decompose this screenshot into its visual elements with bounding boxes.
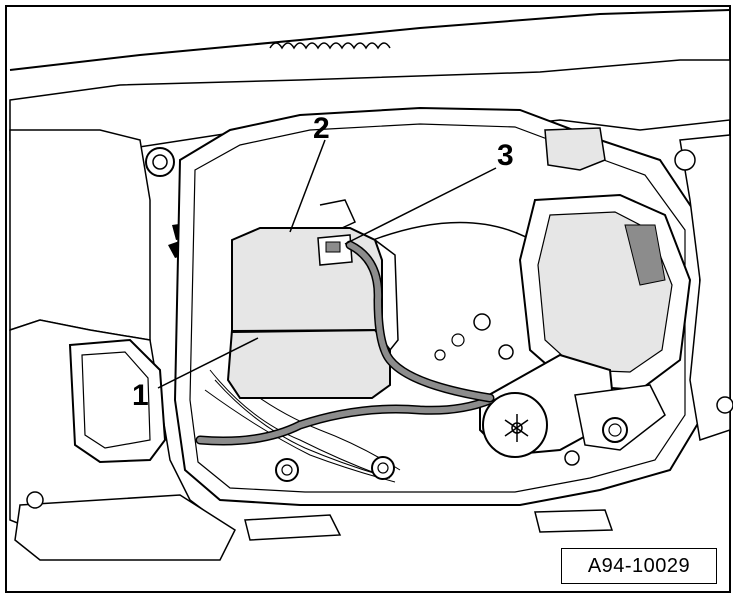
leader-line-3: [344, 167, 497, 245]
wire-clip-left: [275, 458, 299, 482]
housing-top-edge: [9, 9, 731, 71]
motor-gear-icon: [504, 414, 529, 442]
reflector-inner-rim: [189, 123, 686, 493]
figure-reference-code: A94-10029: [561, 548, 717, 584]
lower-right-screw: [564, 450, 580, 466]
motor-mount-bolt-inner: [608, 423, 622, 437]
base-rail-left: [244, 514, 342, 541]
bracket-bolt: [26, 491, 44, 509]
side-connector-inner: [81, 351, 151, 449]
right-bolt: [674, 149, 696, 171]
right-end-cap: [679, 134, 731, 441]
leveling-motor-face: [482, 392, 548, 458]
main-wiring-harness-fill: [197, 397, 493, 444]
wire-clip-right: [371, 456, 395, 480]
housing-top-ribs: [269, 42, 391, 50]
control-module-seam: [231, 329, 383, 332]
upper-bolt-inner: [152, 154, 168, 170]
leader-line-1: [157, 337, 259, 389]
control-module-upper: [231, 227, 383, 334]
control-module-side: [374, 239, 399, 351]
connector-cable-fill: [347, 242, 493, 401]
reflector-screw-1: [473, 313, 491, 331]
reflector-screw-2: [451, 333, 465, 347]
callout-3: 3: [497, 139, 514, 172]
top-clip-right: [544, 127, 606, 171]
module-connector-pin: [325, 241, 341, 253]
bottom-bracket: [14, 494, 236, 561]
leader-line-2: [289, 139, 326, 233]
bulb-socket-vent: [624, 224, 666, 286]
right-lower-bolt: [716, 396, 733, 414]
module-mount-clip: [319, 199, 356, 229]
reflector-screw-3: [434, 349, 446, 361]
base-rail-right: [534, 509, 614, 533]
motor-mount-arm: [574, 384, 666, 451]
callout-2: 2: [313, 112, 330, 145]
reflector-screw-4: [498, 344, 514, 360]
callout-1: 1: [132, 379, 149, 412]
housing-left-body: [9, 129, 151, 341]
